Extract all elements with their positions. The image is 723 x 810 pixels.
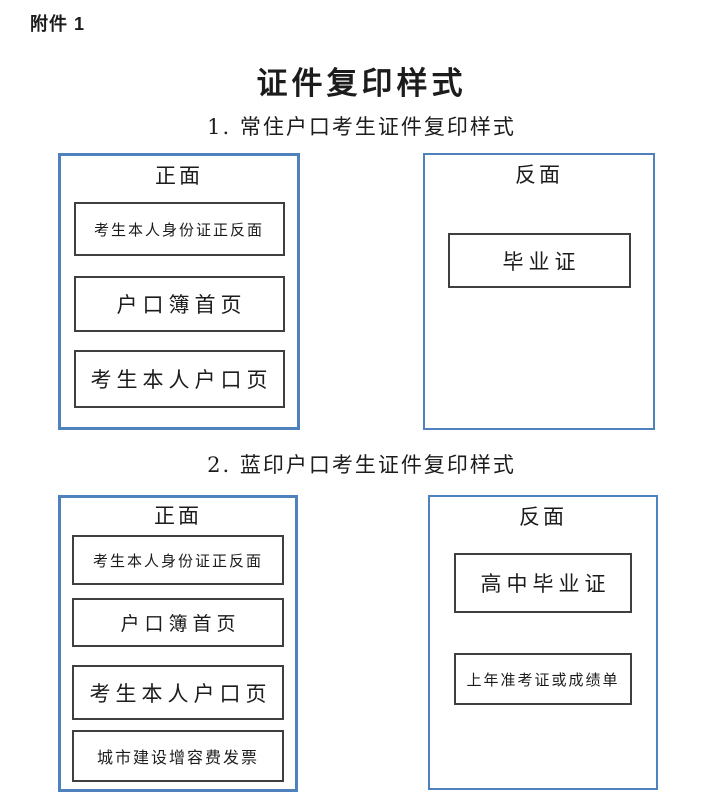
document-box-diploma: 毕业证 <box>447 233 631 288</box>
front-side-label: 正面 <box>155 164 203 188</box>
section1-heading: 1. 常住户口考生证件复印样式 <box>207 115 516 139</box>
page-title: 证件复印样式 <box>256 66 467 102</box>
document-box-household-register-first-page: 户口簿首页 <box>72 598 284 647</box>
front-side-label: 正面 <box>154 504 202 528</box>
back-side-label: 反面 <box>515 163 563 187</box>
document-box-id-card: 考生本人身份证正反面 <box>73 202 285 256</box>
document-box-id-card: 考生本人身份证正反面 <box>72 535 284 585</box>
section1-back-panel: 反面 毕业证 <box>423 153 655 430</box>
document-box-previous-year-ticket-or-transcript: 上年准考证或成绩单 <box>454 653 632 705</box>
document-box-candidate-household-page: 考生本人户口页 <box>72 665 284 720</box>
section2-front-panel: 正面 考生本人身份证正反面 户口簿首页 考生本人户口页 城市建设增容费发票 <box>58 495 298 792</box>
attachment-label: 附件 1 <box>30 14 86 34</box>
section1-front-panel: 正面 考生本人身份证正反面 户口簿首页 考生本人户口页 <box>58 153 300 430</box>
document-box-candidate-household-page: 考生本人户口页 <box>73 350 285 408</box>
back-side-label: 反面 <box>519 505 567 529</box>
section2-heading: 2. 蓝印户口考生证件复印样式 <box>207 453 516 477</box>
document-box-household-register-first-page: 户口簿首页 <box>73 276 285 332</box>
document-box-high-school-diploma: 高中毕业证 <box>454 553 632 613</box>
section2-back-panel: 反面 高中毕业证 上年准考证或成绩单 <box>428 495 658 790</box>
document-box-city-construction-fee-invoice: 城市建设增容费发票 <box>72 730 284 782</box>
